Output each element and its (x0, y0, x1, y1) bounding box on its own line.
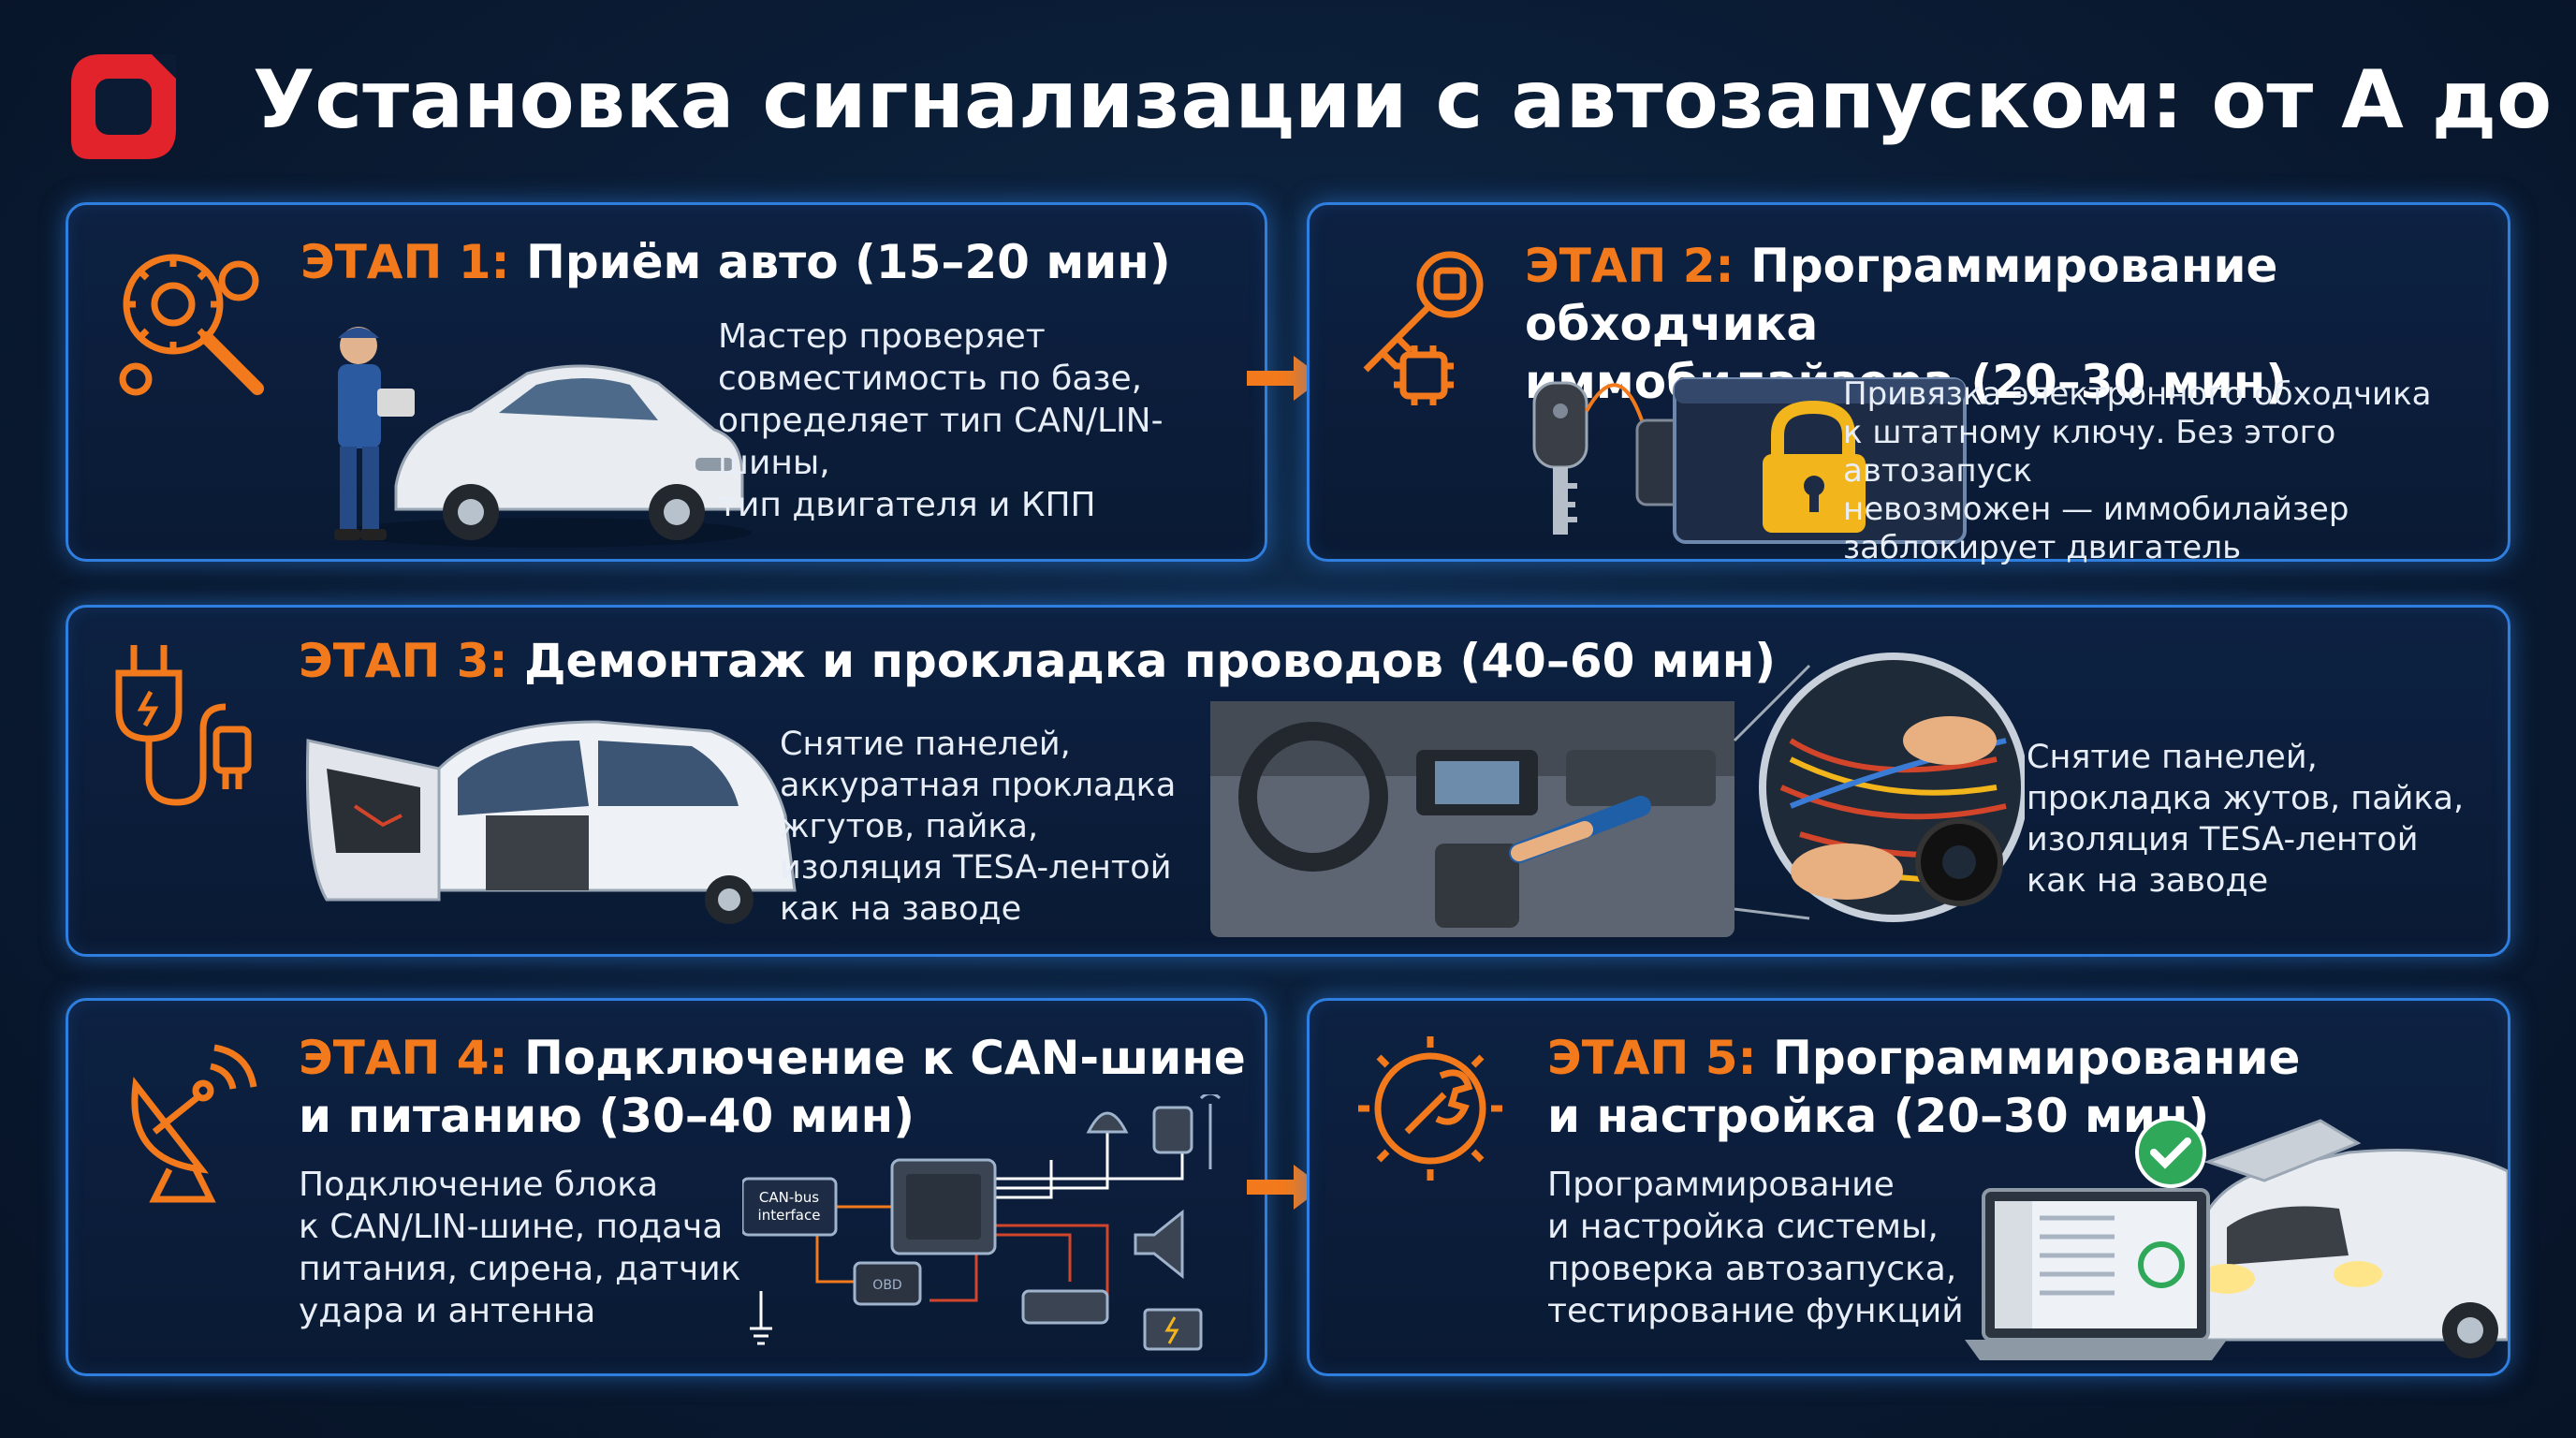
page-title: Установка сигнализации с автозапуском: о… (253, 53, 2576, 147)
stage-4-title: ЭТАП 4: Подключение к CAN-шине и питанию… (299, 1031, 1246, 1143)
stage-5-card: ЭТАП 5: Программирование и настройка (20… (1307, 998, 2510, 1376)
laptop-and-car-with-checkmark-illustration (1965, 1117, 2508, 1360)
open-door-car-illustration (305, 720, 797, 924)
satellite-dish-icon (131, 1044, 257, 1203)
canbus-label: CAN-bus (759, 1189, 819, 1206)
stage-2-description: Привязка электронного обходчика к штатно… (1843, 375, 2432, 566)
wiring-diagram-illustration: CAN-bus interface OBD (742, 1094, 1222, 1351)
gear-wrench-icon (1358, 1036, 1502, 1181)
stage-1-title: ЭТАП 1: Приём авто (15–20 мин) (300, 235, 1171, 289)
interface-label: interface (758, 1207, 821, 1224)
stage-2-card: ЭТАП 2: Программирование обходчика иммоб… (1307, 202, 2510, 566)
key-and-padlock-module-illustration (1532, 377, 1967, 544)
key-chip-icon (1363, 251, 1484, 405)
stage-5-title: ЭТАП 5: Программирование и настройка (20… (1547, 1031, 2301, 1143)
stage-1-card: ЭТАП 1: Приём авто (15–20 мин) Мастер пр… (66, 202, 1267, 562)
stage-3-card: ЭТАП 3: Демонтаж и прокладка проводов (4… (66, 605, 2510, 957)
stage-4-description: Подключение блока к CAN/LIN-шине, подача… (299, 1166, 741, 1330)
stage-3-description: Снятие панелей, аккуратная прокладка жгу… (780, 726, 1177, 928)
stage-5-description: Программирование и настройка системы, пр… (1547, 1166, 1964, 1330)
stage-3-description-2: Снятие панелей, прокладка жутов, пайка, … (2027, 739, 2465, 900)
mechanic-with-car-illustration (334, 327, 752, 548)
plug-cable-icon (115, 645, 252, 806)
stage-1-description: Мастер проверяет совместимость по базе, … (718, 317, 1164, 524)
stage-3-title: ЭТАП 3: Демонтаж и прокладка проводов (4… (299, 634, 1777, 688)
stage-4-card: ЭТАП 4: Подключение к CAN-шине и питанию… (66, 998, 1267, 1376)
logo-icon (71, 54, 176, 159)
arrow-right-icon (1247, 1165, 1324, 1210)
gear-magnifier-icon (119, 254, 264, 396)
arrow-right-icon (1247, 356, 1324, 401)
dashboard-soldering-illustration (1210, 653, 2025, 937)
obd-label: OBD (872, 1278, 901, 1293)
